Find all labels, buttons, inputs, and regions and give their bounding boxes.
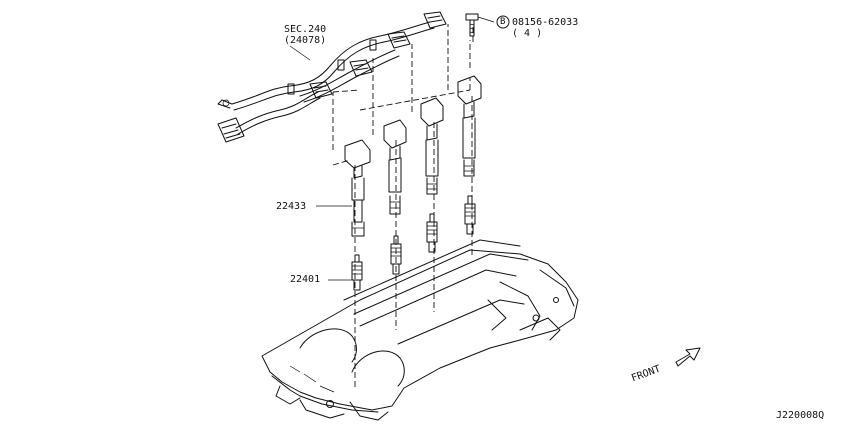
harness-leader-line	[289, 45, 311, 61]
engine-head-cover	[261, 239, 579, 421]
ignition-coil-3	[420, 97, 444, 195]
bolt-quantity: ( 4 )	[512, 28, 543, 39]
bolt-marker-letter: B	[500, 17, 506, 27]
spark-plug-1	[351, 254, 363, 291]
ignition-harness	[217, 21, 435, 135]
ignition-coil-1	[344, 139, 371, 237]
plug-part-number: 22401	[290, 274, 321, 285]
spark-plug-2	[390, 235, 402, 275]
bolt-marker-circle	[496, 15, 510, 29]
ignition-coil-4	[457, 75, 482, 177]
harness-section-ref: SEC.240	[284, 24, 327, 35]
diagram-id: J220008Q	[776, 410, 825, 421]
harness-section-sub: (24078)	[284, 35, 327, 46]
harness-connectors	[217, 11, 447, 143]
bolt-part-number: 08156-62033	[512, 17, 579, 28]
bolt	[465, 13, 495, 37]
spark-plug-3	[426, 213, 438, 253]
coil-part-number: 22433	[276, 201, 307, 212]
front-arrow-icon	[675, 347, 701, 367]
ignition-coil-2	[383, 119, 407, 215]
spark-plug-4	[464, 195, 476, 235]
